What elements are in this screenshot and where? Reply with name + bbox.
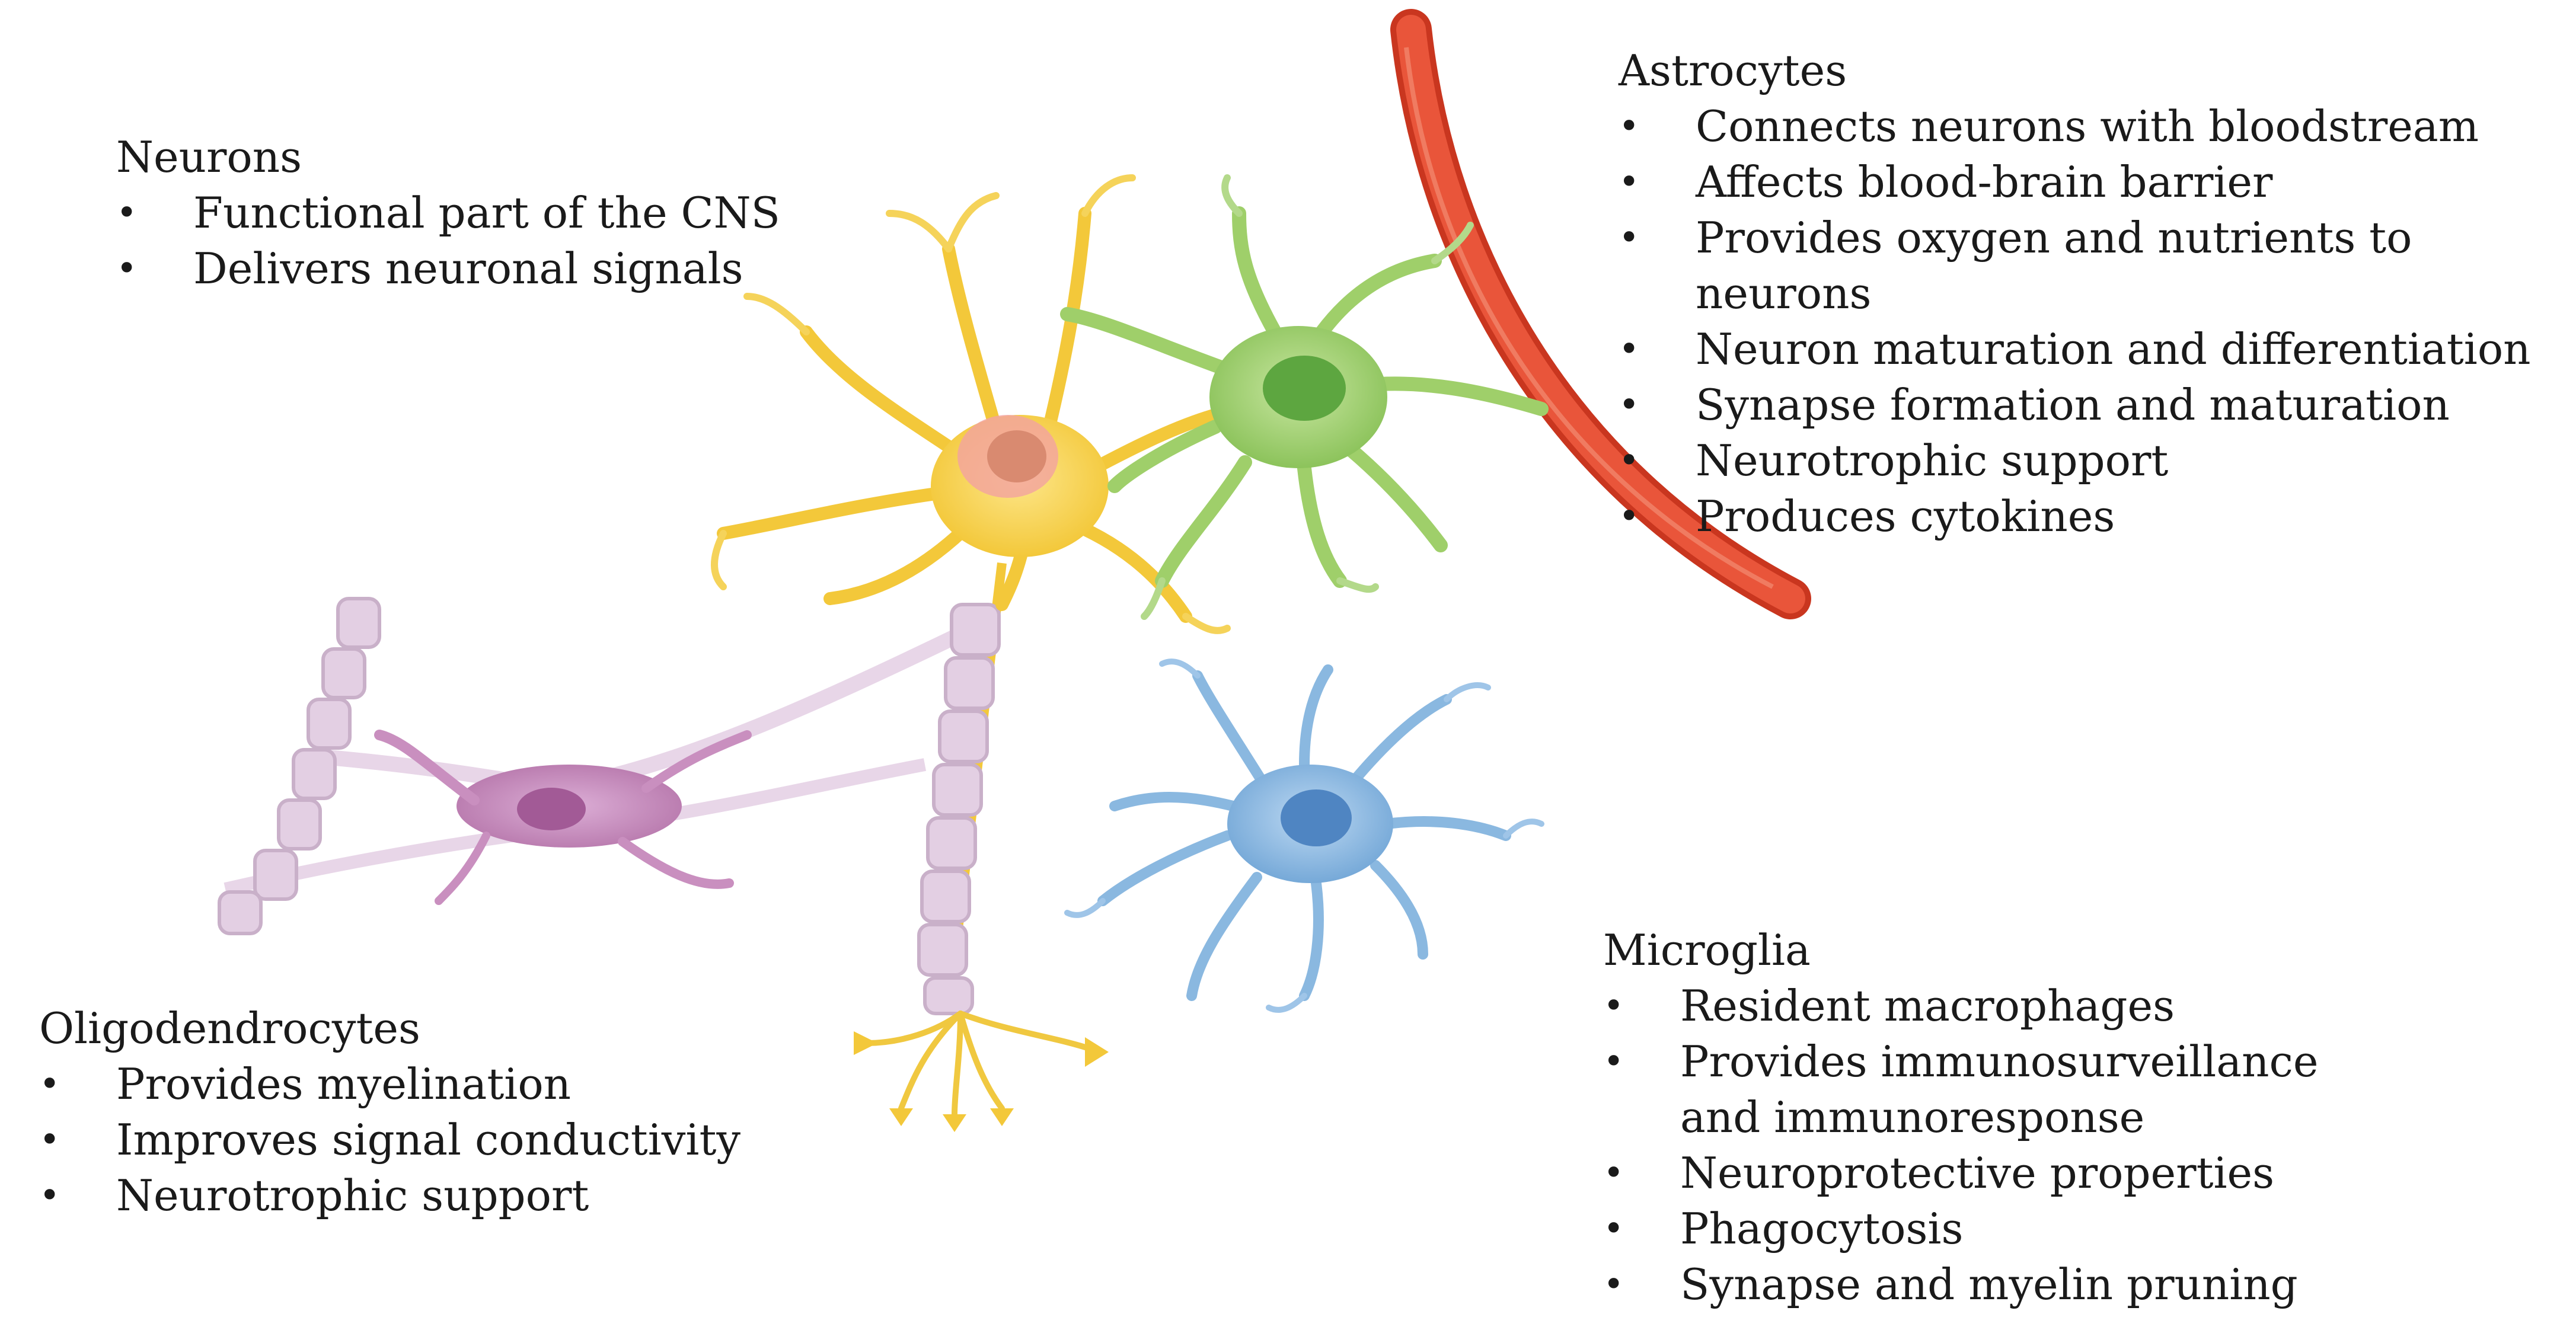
list-item: Neurotrophic support: [1619, 433, 2576, 488]
neuron-axon: [854, 562, 1109, 1132]
myelin-sheath-left: [218, 597, 381, 935]
oligodendrocytes-info: Oligodendrocytes Provides myelination Im…: [39, 1000, 740, 1223]
list-item: Produces cytokines: [1619, 488, 2576, 544]
list-item-continuation: and immunoresponse: [1680, 1092, 2145, 1142]
neurons-list: Functional part of the CNS Delivers neur…: [116, 185, 780, 296]
list-item: Resident macrophages: [1603, 978, 2318, 1034]
list-item: Phagocytosis: [1603, 1201, 2318, 1257]
oligodendrocytes-list: Provides myelination Improves signal con…: [39, 1056, 740, 1223]
list-item: Connects neurons with bloodstream: [1619, 98, 2576, 154]
microglia-list: Resident macrophages Provides immunosurv…: [1603, 978, 2318, 1312]
microglia: [1064, 658, 1544, 1013]
astrocyte: [1060, 174, 1549, 620]
neurons-title: Neurons: [116, 132, 302, 182]
microglia-info: Microglia Resident macrophages Provides …: [1603, 922, 2318, 1312]
neuron: [711, 174, 1231, 634]
list-item: Neuron maturation and differentiation: [1619, 321, 2576, 377]
list-item: Neurotrophic support: [39, 1168, 740, 1223]
list-item: Affects blood-brain barrier: [1619, 154, 2576, 210]
list-item: Neuroprotective properties: [1603, 1145, 2318, 1201]
list-item: Synapse and myelin pruning: [1603, 1257, 2318, 1312]
microglia-title: Microglia: [1603, 925, 1811, 975]
list-item: Delivers neuronal signals: [116, 241, 780, 296]
oligodendrocyte: [224, 627, 964, 905]
list-item: Provides myelination: [39, 1056, 740, 1112]
astrocytes-info: Astrocytes Connects neurons with bloodst…: [1619, 43, 2576, 544]
neurons-info: Neurons Functional part of the CNS Deliv…: [116, 129, 780, 296]
oligodendrocytes-title: Oligodendrocytes: [39, 1003, 420, 1053]
list-item: Synapse formation and maturation: [1619, 377, 2576, 433]
list-item: Provides immunosurveillance: [1603, 1034, 2318, 1089]
list-item: Functional part of the CNS: [116, 185, 780, 241]
astrocytes-title: Astrocytes: [1619, 46, 1847, 95]
astrocytes-list: Connects neurons with bloodstream Affect…: [1619, 98, 2576, 544]
list-item: Provides oxygen and nutrients to neurons: [1619, 210, 2576, 321]
list-item: Improves signal conductivity: [39, 1112, 740, 1168]
